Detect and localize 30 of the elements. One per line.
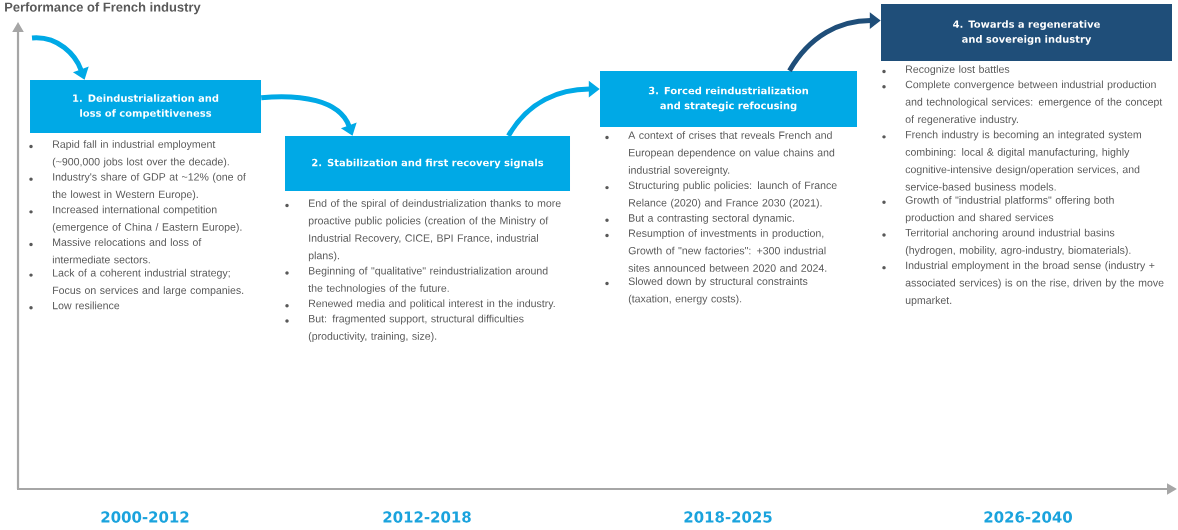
bullet-text: Slowed down by structural constraints (taxation, energy costs). (628, 277, 808, 305)
stage-header: 2. Stabilization and first recovery signals (285, 136, 570, 191)
bullet-text: Massive relocations and loss of intermediate sectors. (52, 238, 202, 264)
bullet-text: Complete convergence between industrial production and technological services: emergence of the concept of regenerative industry. (905, 80, 1163, 126)
year-label: 2026-2040 (984, 511, 1072, 523)
bullet-text: Beginning of "qualitative" reindustrialization around the technologies of the future. (308, 266, 548, 294)
bullet-text: Lack of a coherent industrial strategy; Focus on services and large companies. (53, 268, 244, 297)
year-label: 2000-2012 (101, 511, 189, 523)
bullet-text: Industry's share of GDP at ~12% (one of the lowest in Western Europe). (52, 172, 246, 201)
stage-header: 4. Towards a regenerative and sovereign industry (881, 4, 1172, 61)
bullet-text: Rapid fall in industrial employment (~900,000 jobs lost over the decade). (52, 140, 229, 168)
bullet-text: Resumption of investments in production, Growth of "new factories": +300 industrial sites announced between 2020 and 2024. (628, 229, 827, 272)
stage-header: 3. Forced reindustrialization and strategic refocusing (600, 71, 857, 127)
bullet-text: Low resilience (53, 301, 120, 310)
bullet-text: Industrial employment in the broad sense (industry + associated services) is on the rise, driven by the move upmarket. (905, 261, 1164, 307)
bullet-text: Growth of "industrial platforms" offering both production and shared services (905, 196, 1114, 224)
year-label: 2012-2018 (383, 511, 471, 523)
bullet-text: But: fragmented support, structural difficulties (productivity, training, size). (308, 314, 524, 342)
stage-header: 1. Deindustrialization and loss of competitiveness (30, 80, 261, 133)
title: Performance of French industry (5, 2, 201, 15)
bullet-text: But a contrasting sectoral dynamic. (629, 213, 794, 224)
bullet-text: Renewed media and political interest in the industry. (309, 299, 555, 310)
bullet-text: End of the spiral of deindustrialization thanks to more proactive public policies (creation of the Ministry of Industrial Recovery, CICE, BPI France, industrial plans). (308, 199, 561, 262)
bullet-text: Recognize lost battles (906, 65, 1010, 76)
year-label: 2018-2025 (684, 511, 772, 523)
bullet-text: A context of crises that reveals French and European dependence on value chains and industrial sovereignty. (628, 131, 835, 176)
bullet-text: French industry is becoming an integrated system combining: local & digital manufacturing, highly cognitive-intensive design/operation services, and service-based business models. (905, 130, 1141, 191)
bullet-text: Structuring public policies: launch of France Relance (2020) and France 2030 (2021). (628, 181, 837, 209)
bullet-text: Increased international competition (emergence of China / Eastern Europe). (52, 205, 242, 233)
bullet-text: Territorial anchoring around industrial basins (hydrogen, mobility, agro-industry, biomaterials). (905, 228, 1131, 256)
